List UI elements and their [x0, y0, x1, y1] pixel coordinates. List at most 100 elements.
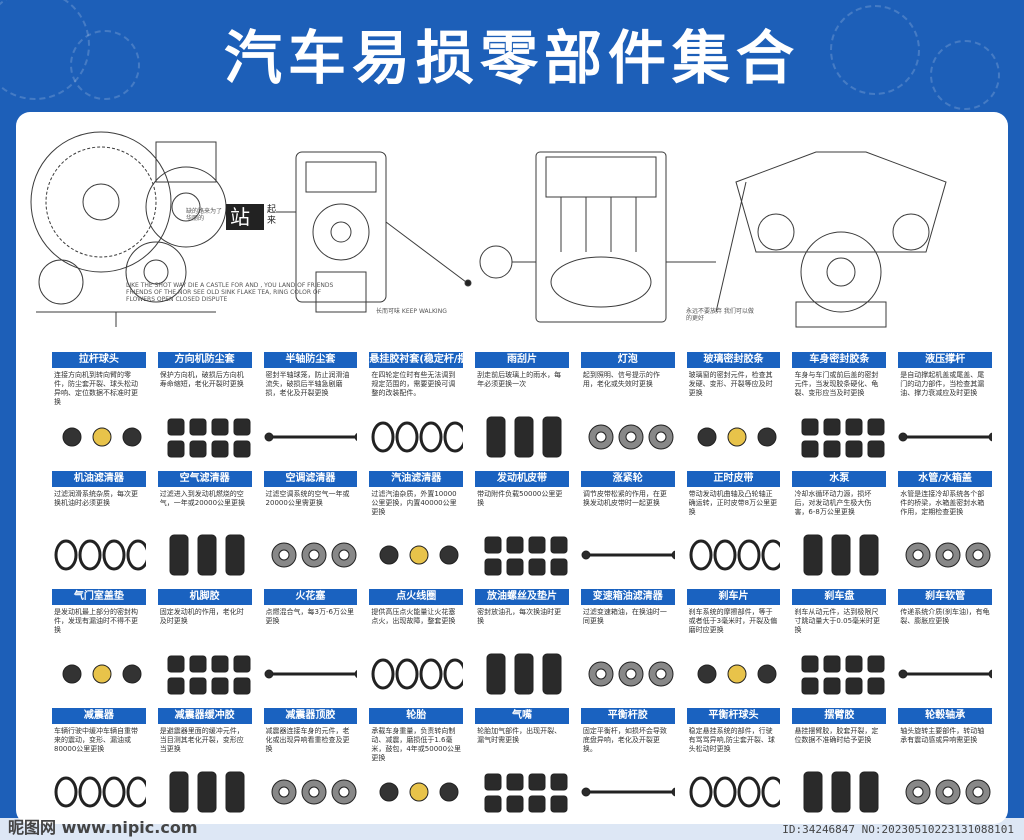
part-card: 方向机防尘套保护方向机，破损后方向机寿命缩短，老化开裂时更换 — [157, 352, 252, 467]
brake-pad-icon — [697, 664, 777, 683]
part-card: 减震器顶胶减震器连接车身的元件，老化或出现异响看重检查及更换 — [263, 707, 358, 823]
part-name: 拉杆球头 — [52, 352, 146, 368]
ignition-coil-icon — [371, 658, 464, 689]
part-description: 是自动撑起机盖或尾盖、尾门的动力部件，当检查其漏油、撑力衰减应及时更换 — [900, 371, 985, 397]
part-name: 雨刮片 — [475, 352, 569, 368]
part-name: 水泵 — [792, 470, 887, 487]
part-description: 过滤润滑系统杂质，每次更换机油时必须更换 — [54, 489, 138, 507]
part-card: 机油滤清器过滤润滑系统杂质，每次更换机油时必须更换 — [52, 470, 146, 586]
part-description: 调节皮带松紧的作用，在更换发动机皮带时一起更换 — [582, 489, 667, 507]
part-description: 密封半轴球笼，防止润滑油流失，破损后半轴急剧磨损，老化及开裂更换 — [265, 371, 350, 397]
part-card: 气门室盖垫是发动机最上部分的密封构件，发现有漏油时不得不更换 — [52, 589, 146, 704]
part-name: 半轴防尘套 — [263, 352, 358, 368]
part-description: 过滤进入到发动机燃烧的空气，一年或20000公里更换 — [159, 489, 246, 507]
part-card: 点火线圈提供高压点火能量让火花塞点火，出现故障，整套更换 — [369, 589, 464, 704]
part-name: 车身密封胶条 — [792, 352, 887, 368]
part-description: 车身与车门或前后盖的密封元件，当发现胶条硬化、龟裂、变形应当及时更换 — [794, 371, 879, 397]
part-card: 刹车软管传递系统介质(刹车油)，有龟裂、膨胀应更换 — [898, 589, 992, 704]
part-card: 玻璃密封胶条玻璃窗的密封元件，检查其发硬、变形、开裂等应及时更换 — [686, 352, 781, 467]
part-description: 密封放油孔，每次换油时更换 — [477, 608, 562, 625]
cv-boot-icon — [264, 432, 358, 441]
part-description: 固定平衡杆，如损坏会导致底盘异响，老化及开裂更换。 — [582, 726, 667, 753]
valve-stem-icon — [484, 773, 568, 813]
part-description: 轴头旋转主要部件，转动轴承有震动感或异响需更换 — [900, 726, 985, 744]
part-card: 放油螺丝及垫片密封放油孔，每次换油时更换 — [475, 589, 569, 704]
bulb-icon — [588, 424, 674, 449]
part-card: 汽油滤清器过滤汽油杂质，外置10000公里更换，内置40000公里更换 — [369, 470, 464, 586]
transmission-filter-icon — [588, 661, 674, 686]
part-name: 放油螺丝及垫片 — [475, 589, 569, 605]
part-description: 过滤空调系统的空气一年或20000公里需更换 — [265, 489, 350, 507]
content-panel: 缺的路来为了华丽的 站 起来 LIKE THE SHOT WAY DIE A C… — [16, 112, 1008, 824]
part-card: 空气滤清器过滤进入到发动机燃烧的空气，一年或20000公里更换 — [157, 470, 252, 586]
boot-icon — [167, 418, 251, 457]
part-name: 刹车软管 — [898, 589, 992, 605]
stamp-side-text: 起来 — [267, 205, 277, 226]
part-name: 刹车片 — [686, 589, 781, 605]
stamp-big-text: 站 — [230, 205, 250, 229]
gear-decoration — [70, 30, 140, 100]
engine-caption-right: 永远不要放弃 我们可以做的更好 — [686, 308, 754, 322]
part-name: 液压撑杆 — [898, 352, 992, 368]
part-card: 悬挂胶衬套(稳定杆/摆臂胶片/衬套)在四轮定位时有些无法调到规定范围的，需要更换… — [369, 352, 464, 467]
part-card: 气嘴轮胎加气部件，出现开裂、漏气时需更换 — [475, 707, 569, 823]
part-name: 减震器缓冲胶 — [157, 707, 252, 724]
part-description: 固定发动机的作用，老化时及时更换 — [159, 608, 244, 625]
part-description: 稳定悬挂系统的部件，行驶有骂骂异响,防尘套开裂、球头松动时更换 — [688, 726, 775, 753]
part-name: 涨紧轮 — [580, 470, 675, 487]
part-description: 过滤汽油杂质，外置10000公里更换，内置40000公里更换 — [371, 489, 457, 516]
footer-bar — [0, 818, 1024, 840]
wiper-icon — [486, 416, 562, 457]
part-card: 涨紧轮调节皮带松紧的作用，在更换发动机皮带时一起更换 — [580, 470, 675, 586]
part-name: 空气滤清器 — [157, 470, 252, 487]
part-description: 刹车系统的摩擦部件，等于或者低于3毫米时，开裂及偏磨时应更换 — [688, 608, 778, 634]
part-name: 减震器 — [52, 707, 146, 724]
part-description: 提供高压点火能量让火花塞点火，出现故障，整套更换 — [371, 608, 456, 625]
belt-icon — [484, 536, 568, 576]
tie-rod-icon — [62, 427, 142, 446]
drain-washer-icon — [486, 653, 562, 694]
part-description: 连接方向机到转向臂的零件，防尘套开裂、球头松动异响、定位数据不标准时更换 — [54, 371, 138, 406]
part-name: 水管/水箱盖 — [898, 470, 992, 487]
part-card: 轮毂轴承轴头旋转主要部件，转动轴承有震动感或异响需更换 — [898, 707, 992, 823]
part-name: 刹车盘 — [792, 589, 887, 605]
part-name: 悬挂胶衬套(稳定杆/摆臂胶片/衬套) — [369, 352, 464, 368]
part-card: 摆臂胶悬挂摆臂胶，胶套开裂，定位数据不准确时给予更换 — [792, 707, 887, 823]
bump-stop-icon — [169, 771, 245, 813]
control-arm-bushing-icon — [803, 771, 879, 813]
part-name: 摆臂胶 — [792, 707, 887, 724]
part-name: 气嘴 — [475, 707, 569, 724]
bushing-icon — [371, 421, 464, 452]
part-description: 点燃混合气，每3万-6万公里更换 — [265, 608, 354, 625]
brake-disc-icon — [801, 655, 885, 694]
part-card: 车身密封胶条车身与车门或前后盖的密封元件，当发现胶条硬化、龟裂、变形应当及时更换 — [792, 352, 887, 467]
part-description: 减震器连接车身的元件，老化或出现异响看重检查及更换 — [265, 726, 350, 753]
air-filter-icon — [169, 534, 245, 576]
gasket-icon — [62, 664, 142, 683]
oil-filter-icon — [54, 539, 146, 571]
part-card: 空调滤清器过滤空调系统的空气一年或20000公里需更换 — [263, 470, 358, 586]
part-name: 轮胎 — [369, 707, 464, 724]
engine-cutaway-icon — [479, 151, 716, 323]
tire-icon — [379, 782, 459, 802]
gear-decoration — [930, 40, 1000, 110]
fuel-filter-icon — [379, 545, 459, 565]
part-description: 悬挂摆臂胶，胶套开裂，定位数据不准确时给予更换 — [794, 726, 879, 744]
stabilizer-link-icon — [689, 776, 781, 808]
part-name: 平衡杆胶 — [580, 707, 675, 724]
body-seal-icon — [801, 418, 885, 457]
image-id: ID:34246847 NO:20230510223131088101 — [782, 823, 1014, 836]
engine-mount-icon — [167, 655, 251, 694]
part-name: 点火线圈 — [369, 589, 464, 605]
part-description: 刹车从动元件，达到极限尺寸跳动量大于0.05毫米时更换 — [794, 608, 881, 634]
part-description: 承载车身重量，负责转向制动、减震，磨损低于1.6毫米，鼓包，4年或50000公里… — [371, 726, 462, 762]
part-card: 拉杆球头连接方向机到转向臂的零件，防尘套开裂、球头松动异响、定位数据不标准时更换 — [52, 352, 146, 467]
part-name: 正时皮带 — [686, 470, 781, 487]
wheel-bearing-icon — [905, 779, 991, 805]
spark-plug-icon — [264, 669, 358, 678]
part-card: 减震器缓冲胶是避震器里面的缓冲元件，当目测其老化开裂，变形应当更换 — [157, 707, 252, 823]
part-description: 轮胎加气部件，出现开裂、漏气时需更换 — [477, 726, 562, 744]
gear-decoration — [830, 5, 920, 95]
part-name: 气门室盖垫 — [52, 589, 146, 605]
part-description: 水管是连接冷却系统各个部件的桥梁，水箱盖密封水箱作用，定期检查更换 — [900, 489, 985, 516]
